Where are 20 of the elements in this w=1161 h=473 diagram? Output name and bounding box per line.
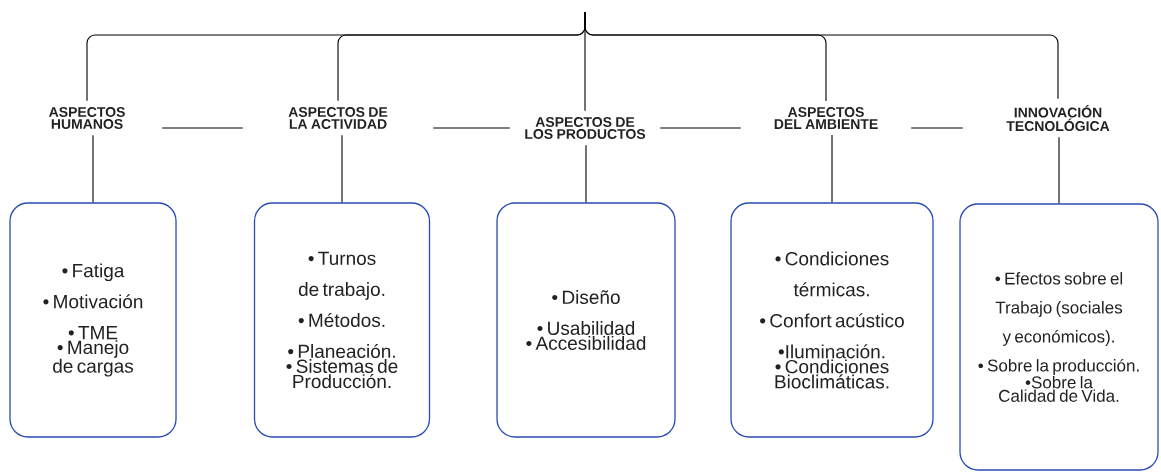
heading-text: ASPECTOS HUMANOS <box>49 107 125 129</box>
connector-line <box>341 134 343 203</box>
connector-line <box>161 127 244 129</box>
heading-text: INNOVACIÓN TECNOLÓGICA <box>1006 104 1110 132</box>
rounded-box: • Diseño • Usabilidad • Accesibilidad <box>496 202 676 438</box>
connector-line <box>584 11 1059 100</box>
rounded-box: • Fatiga • Motivación • TME • Manejo de cargas <box>9 202 177 438</box>
connector-line <box>585 144 587 203</box>
heading-text: ASPECTOS DE LOS PRODUCTOS <box>525 117 646 139</box>
connector-line <box>659 127 742 129</box>
heading-text: ASPECTOS DEL AMBIENTE <box>774 107 878 129</box>
connector-line <box>432 127 511 129</box>
rounded-box: • Condiciones térmicas. • Confort acústico •Iluminación. • Condiciones Bioclimáticas. <box>730 202 934 438</box>
connector-line <box>910 127 964 129</box>
heading-text: ASPECTOS DE LA ACTIVIDAD <box>288 107 388 129</box>
rounded-box: • Turnos de trabajo. • Métodos. • Planeación. • Sistemas de Producción. <box>253 202 431 438</box>
connector-line <box>831 134 833 203</box>
rounded-box: • Efectos sobre el Trabajo (sociales y económicos). • Sobre la producción. •Sobre la Calidad de Vida. <box>959 203 1159 471</box>
connector-line <box>92 134 94 203</box>
connector-line <box>1058 136 1060 204</box>
